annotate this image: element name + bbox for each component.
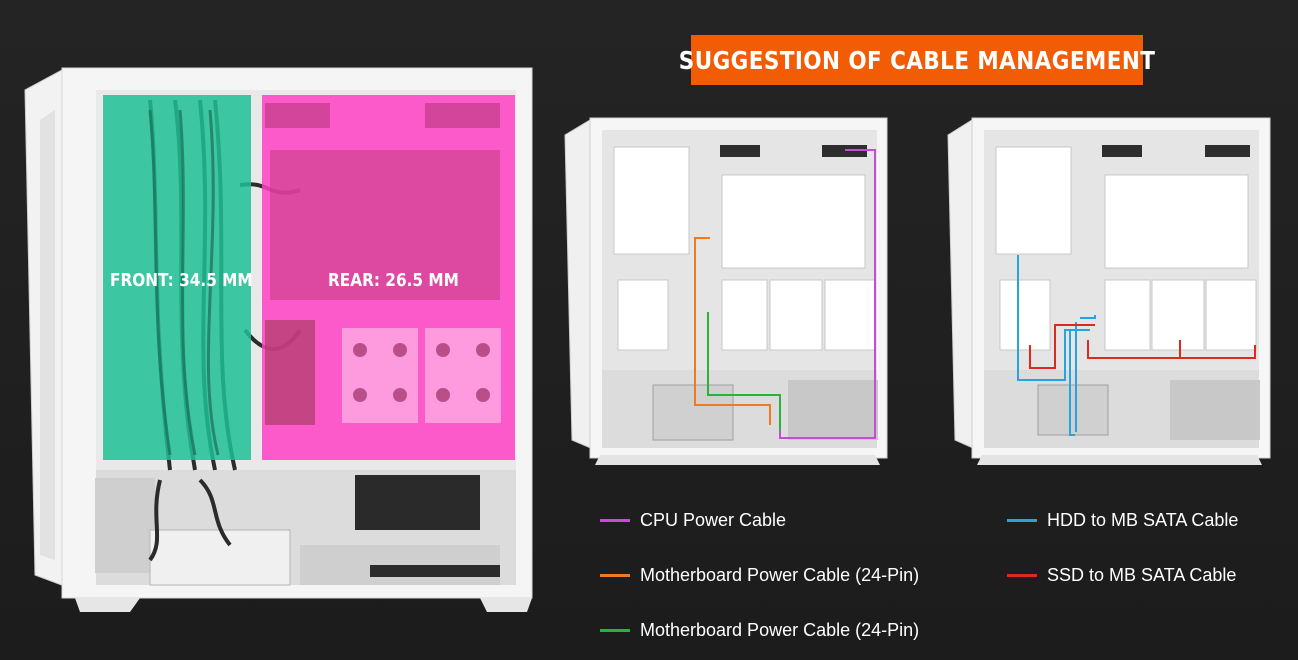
legend-swatch [600,574,630,577]
front-zone-label: FRONT: 34.5 MM [110,270,253,291]
legend-item-mb-power-green: Motherboard Power Cable (24-Pin) [600,620,919,641]
legend-item-mb-power-orange: Motherboard Power Cable (24-Pin) [600,565,919,586]
legend-swatch [600,629,630,632]
title-banner: SUGGESTION OF CABLE MANAGEMENT [679,35,1155,85]
banner-title: SUGGESTION OF CABLE MANAGEMENT [678,45,1156,75]
legend-label: HDD to MB SATA Cable [1047,510,1239,530]
legend-label: Motherboard Power Cable (24-Pin) [640,565,920,585]
legend-label: SSD to MB SATA Cable [1047,565,1237,585]
legend-swatch [1007,519,1037,522]
legend-swatch [1007,574,1037,577]
rear-zone-label: REAR: 26.5 MM [328,270,459,291]
front-zone [103,95,251,460]
legend-label: CPU Power Cable [640,510,787,530]
legend-swatch [600,519,630,522]
legend-item-hdd-sata: HDD to MB SATA Cable [1007,510,1238,531]
legend-label: Motherboard Power Cable (24-Pin) [640,620,920,640]
legend-item-cpu-power: CPU Power Cable [600,510,786,531]
legend-item-ssd-sata: SSD to MB SATA Cable [1007,565,1236,586]
